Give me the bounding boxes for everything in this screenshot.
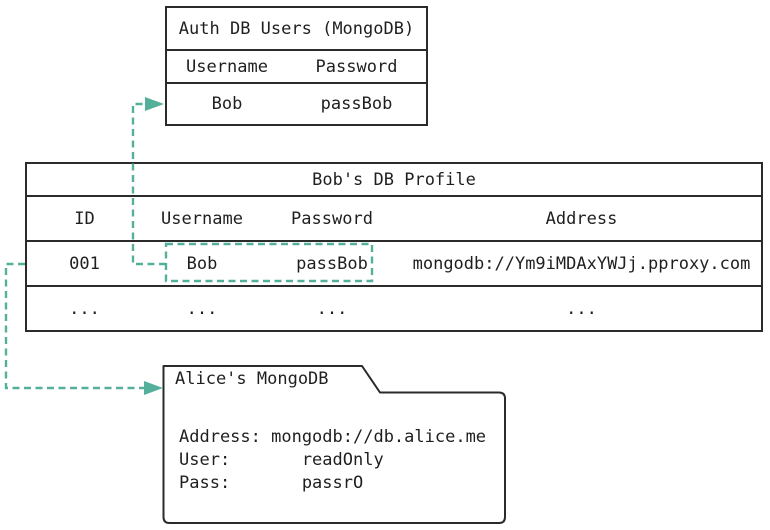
profile-col-username: Username xyxy=(161,208,243,229)
profile-dots-password: ... xyxy=(316,298,348,319)
alice-user-line: User: readOnly xyxy=(179,450,384,470)
alice-pass-line: Pass: passrO xyxy=(179,473,364,493)
profile-row-001: 001 Bob passBob mongodb://Ym9iMDAxYWJj.p… xyxy=(27,240,761,285)
auth-db-header-row: Username Password xyxy=(167,49,426,82)
arrowhead-to-alice-db-icon xyxy=(144,381,163,395)
auth-db-users-table: Auth DB Users (MongoDB) Username Passwor… xyxy=(165,6,428,126)
auth-col-password: Password xyxy=(315,56,398,77)
profile-col-password: Password xyxy=(291,208,373,229)
auth-db-row-bob: Bob passBob xyxy=(167,82,426,124)
profile-row-ellipsis: ... ... ... ... xyxy=(27,285,761,330)
profile-cell-password: passBob xyxy=(296,253,368,274)
profile-cell-id: 001 xyxy=(69,253,100,274)
auth-col-username: Username xyxy=(186,56,268,77)
profile-dots-address: ... xyxy=(566,298,597,319)
profile-cell-username: Bob xyxy=(186,253,218,274)
alice-folder-content: Address: mongodb://db.alice.me User: rea… xyxy=(179,426,486,495)
bob-db-profile-table-title: Bob's DB Profile xyxy=(312,169,476,190)
profile-header-row: ID Username Password Address xyxy=(27,195,761,240)
bob-db-profile-table: Bob's DB Profile ID Username Password Ad… xyxy=(25,162,763,332)
arrowhead-to-auth-row-icon xyxy=(145,97,164,111)
profile-cell-address: mongodb://Ym9iMDAxYWJj.pproxy.com xyxy=(412,253,751,274)
auth-cell-username-bob: Bob xyxy=(211,94,243,114)
profile-dots-id: ... xyxy=(69,298,100,319)
alice-address-line: Address: mongodb://db.alice.me xyxy=(179,427,487,447)
alice-folder-title: Alice's MongoDB xyxy=(175,369,329,389)
profile-col-address: Address xyxy=(545,208,618,229)
profile-col-id: ID xyxy=(74,208,95,229)
auth-db-users-table-title: Auth DB Users (MongoDB) xyxy=(178,18,415,39)
auth-cell-password-bob: passBob xyxy=(320,94,393,114)
profile-dots-username: ... xyxy=(186,298,218,319)
